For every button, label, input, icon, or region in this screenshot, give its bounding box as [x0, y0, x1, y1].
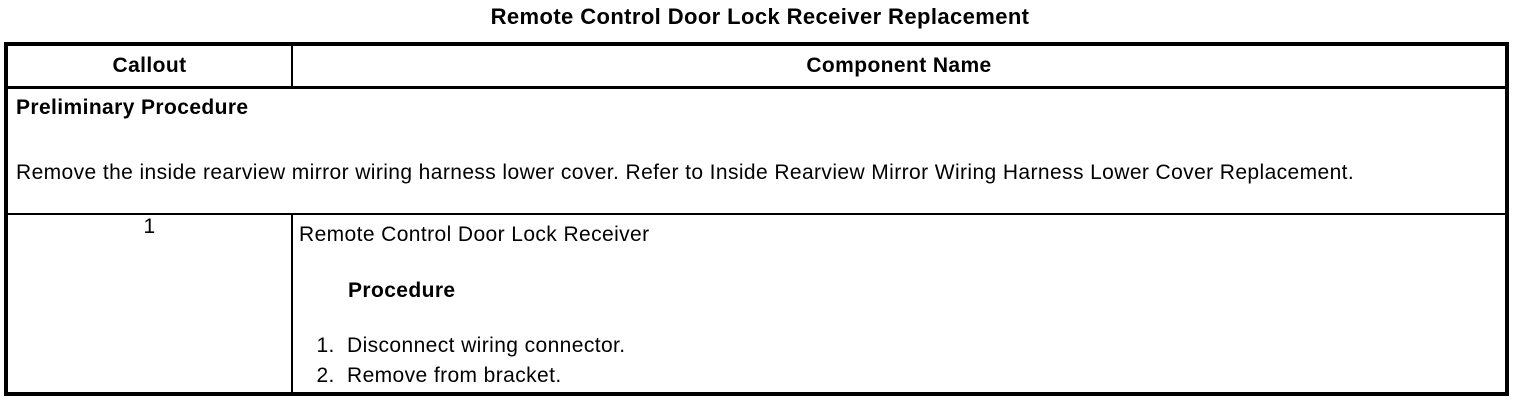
component-name: Remote Control Door Lock Receiver	[299, 223, 650, 246]
table-header-row: Callout Component Name	[5, 43, 1508, 89]
preliminary-procedure-text: Remove the inside rearview mirror wiring…	[16, 161, 1355, 184]
column-header-component-name: Component Name	[291, 43, 1508, 89]
preliminary-procedure-row: Preliminary Procedure Remove the inside …	[5, 86, 1508, 215]
column-header-callout: Callout	[5, 43, 293, 89]
procedure-table: Callout Component Name Preliminary Proce…	[4, 42, 1509, 396]
procedure-step: Remove from bracket.	[341, 361, 1505, 391]
procedure-step: Disconnect wiring connector.	[341, 331, 1505, 361]
table-row: 1 Remote Control Door Lock Receiver Proc…	[5, 213, 1508, 395]
procedure-steps-list: Disconnect wiring connector. Remove from…	[293, 331, 1505, 391]
component-cell: Remote Control Door Lock Receiver Proced…	[291, 213, 1508, 395]
page-title: Remote Control Door Lock Receiver Replac…	[490, 4, 1030, 29]
procedure-heading: Procedure	[348, 279, 456, 302]
callout-number: 1	[5, 213, 293, 395]
preliminary-procedure-cell: Preliminary Procedure Remove the inside …	[5, 86, 1508, 215]
preliminary-procedure-heading: Preliminary Procedure	[16, 96, 249, 119]
